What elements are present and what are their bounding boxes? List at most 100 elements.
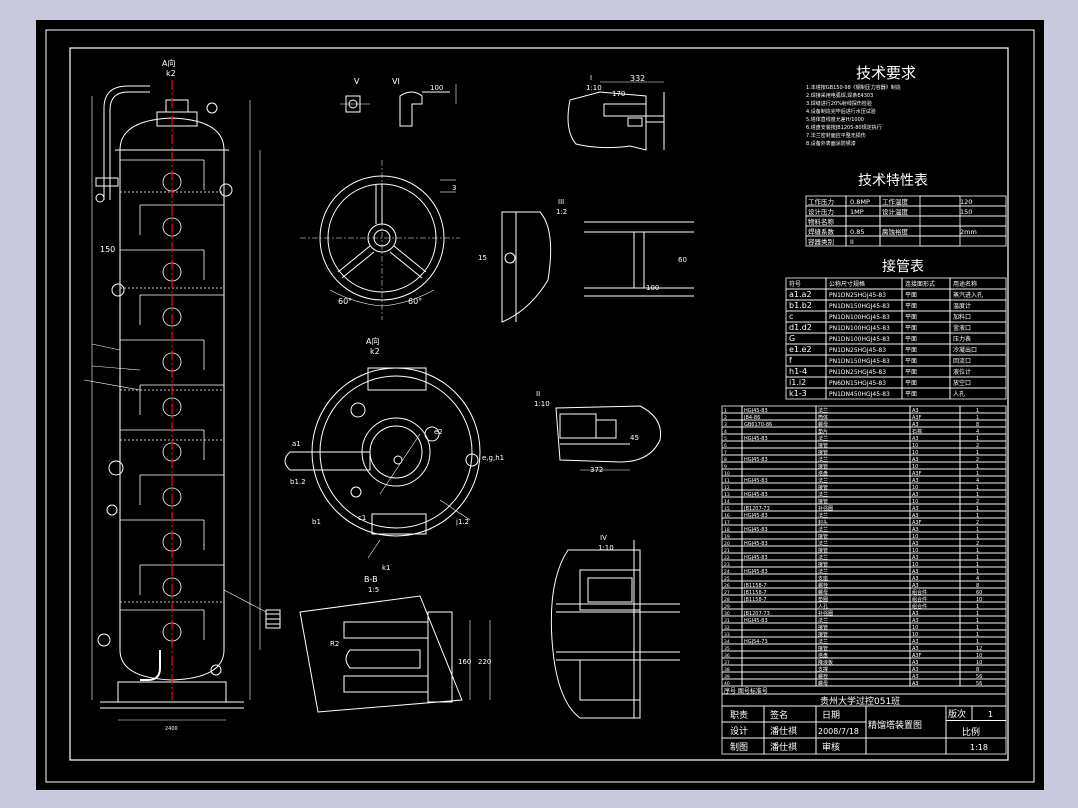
parts-cell-text: 10 bbox=[912, 450, 918, 456]
tech-char-cell: 物料名称 bbox=[808, 217, 835, 226]
nozzle-cell-text: PN1DN150HGJ45-83 bbox=[829, 303, 890, 310]
parts-cell-text: 接管 bbox=[818, 484, 828, 491]
nozzle-cell-text: 平面 bbox=[905, 314, 917, 321]
parts-cell-text: 2 bbox=[976, 520, 979, 526]
parts-cell-text: 接管 bbox=[818, 645, 828, 652]
label-b12: b1.2 bbox=[290, 478, 306, 486]
label-e2: e2 bbox=[434, 428, 443, 436]
parts-cell-text: A3 bbox=[912, 583, 919, 589]
nozzle-cell-text: 平面 bbox=[905, 369, 917, 376]
parts-cell-text: HGJ45-83 bbox=[744, 478, 768, 484]
nozzle-cell-text: 温度计 bbox=[953, 302, 971, 310]
parts-index: 10 bbox=[724, 471, 730, 477]
dim-332: 332 bbox=[630, 74, 645, 83]
tech-char-cell: 0.85 bbox=[850, 228, 864, 236]
parts-index: 21 bbox=[724, 548, 730, 554]
label-k1: k1 bbox=[382, 564, 391, 572]
parts-cell-text: A3 bbox=[912, 492, 919, 498]
parts-index: 20 bbox=[724, 541, 730, 547]
nozzle-cell-text: 平面 bbox=[905, 336, 917, 343]
section-bb-label: B-B bbox=[364, 575, 378, 584]
svg-text:2400: 2400 bbox=[165, 726, 178, 732]
parts-cell-text: 2 bbox=[976, 457, 979, 463]
parts-cell-text: 8 bbox=[976, 422, 979, 428]
parts-cell-text: 垫片 bbox=[818, 428, 828, 435]
parts-cell-text: A3F bbox=[912, 520, 922, 526]
parts-cell-text: 1 bbox=[976, 485, 979, 491]
nozzle-cell-text: 蒸汽进入孔 bbox=[953, 291, 983, 299]
dim-3: 3 bbox=[452, 184, 456, 192]
parts-cell-text: 塔盘 bbox=[818, 652, 828, 659]
label-egh1: e,g,h1 bbox=[482, 454, 504, 462]
nozzle-cell-text: b1.b2 bbox=[789, 301, 812, 310]
nozzle-cell-text: 放空口 bbox=[953, 379, 971, 387]
detail-v-vi: V VI 100 bbox=[340, 77, 457, 127]
parts-cell-text: A3 bbox=[912, 513, 919, 519]
tray-hole bbox=[162, 307, 182, 327]
parts-index: 22 bbox=[724, 555, 730, 561]
parts-cell-text: HGJ45-83 bbox=[744, 618, 768, 624]
parts-cell-text: 组合件 bbox=[912, 589, 927, 596]
parts-cell-text: 1 bbox=[976, 471, 979, 477]
title-review: 审核 bbox=[822, 741, 840, 753]
nozzle-cell bbox=[949, 387, 1007, 400]
parts-cell-text: HGJ45-83 bbox=[744, 569, 768, 575]
title-role: 职责 bbox=[730, 709, 748, 721]
parts-cell-text: 1 bbox=[976, 534, 979, 540]
parts-cell-text: JB1158-7 bbox=[743, 583, 767, 589]
tech-char-cell: 工作压力 bbox=[808, 197, 834, 206]
parts-index: 27 bbox=[724, 590, 730, 596]
tech-char-cell: 焊缝系数 bbox=[808, 227, 835, 236]
parts-index: 19 bbox=[724, 534, 730, 540]
parts-cell-text: 1 bbox=[976, 611, 979, 617]
nozzle-cell-text: h1-4 bbox=[789, 367, 807, 376]
parts-index: 36 bbox=[724, 653, 730, 659]
parts-cell-text: 法兰 bbox=[818, 456, 828, 463]
parts-cell-text: 1 bbox=[976, 492, 979, 498]
detail-iv-label: IV bbox=[600, 534, 607, 542]
parts-cell-text: A3 bbox=[912, 506, 919, 512]
parts-cell-text: 法兰 bbox=[818, 491, 828, 498]
title-date: 日期 bbox=[822, 710, 840, 721]
parts-cell-text: JB1207-73 bbox=[743, 506, 770, 512]
dim-r52: R2 bbox=[330, 640, 339, 648]
tech-req-line: 5.塔体直线度允差H/1000 bbox=[806, 117, 864, 123]
parts-cell-text: 10 bbox=[912, 464, 918, 470]
parts-index: 38 bbox=[724, 667, 730, 673]
parts-cell-text: A3 bbox=[912, 569, 919, 575]
parts-cell-text: 10 bbox=[912, 548, 918, 554]
parts-cell-text: HGJ54-73 bbox=[744, 639, 768, 645]
parts-index: 24 bbox=[724, 569, 730, 575]
nozzle-cell-text: 平面 bbox=[905, 391, 917, 398]
dim-372: 372 bbox=[590, 466, 603, 474]
parts-cell-text: 10 bbox=[912, 562, 918, 568]
tech-req-line: 7.法兰密封面应平整无损伤 bbox=[806, 133, 866, 139]
detail-iv: IV 1:10 bbox=[550, 534, 680, 719]
parts-cell-text: 垫圈 bbox=[818, 596, 828, 603]
parts-cell-text: 1 bbox=[976, 555, 979, 561]
section-bb: B-B 1:5 R2 160 220 bbox=[299, 575, 491, 713]
parts-cell-text: 支座 bbox=[818, 575, 828, 582]
tech-req-title: 技术要求 bbox=[856, 64, 917, 82]
dim-45: 45 bbox=[630, 434, 639, 442]
parts-index: 30 bbox=[724, 611, 730, 617]
parts-cell-text: 8 bbox=[976, 583, 979, 589]
title-design-date: 2008/7/18 bbox=[818, 727, 859, 736]
parts-cell-text: 56 bbox=[976, 681, 982, 687]
parts-index: 15 bbox=[724, 506, 730, 512]
parts-cell-text: HGJ45-83 bbox=[744, 436, 768, 442]
parts-cell-text: 1 bbox=[976, 464, 979, 470]
nozzle-cell-text: PN6DN15HGJ45-83 bbox=[829, 380, 886, 387]
parts-cell-text: 8 bbox=[976, 667, 979, 673]
nozzle-cell-text: 液位计 bbox=[953, 368, 971, 376]
sheet-border bbox=[45, 29, 1035, 783]
nozzle-left-upper bbox=[111, 283, 125, 297]
parts-cell-text: 4 bbox=[976, 478, 979, 484]
parts-index: 32 bbox=[724, 625, 730, 631]
elevation-scale: k2 bbox=[166, 69, 176, 78]
nozzle-cell-text: d1.d2 bbox=[789, 323, 812, 332]
parts-cell-text: HGJ45-83 bbox=[744, 492, 768, 498]
nozzle-header: 符号 bbox=[789, 280, 801, 288]
